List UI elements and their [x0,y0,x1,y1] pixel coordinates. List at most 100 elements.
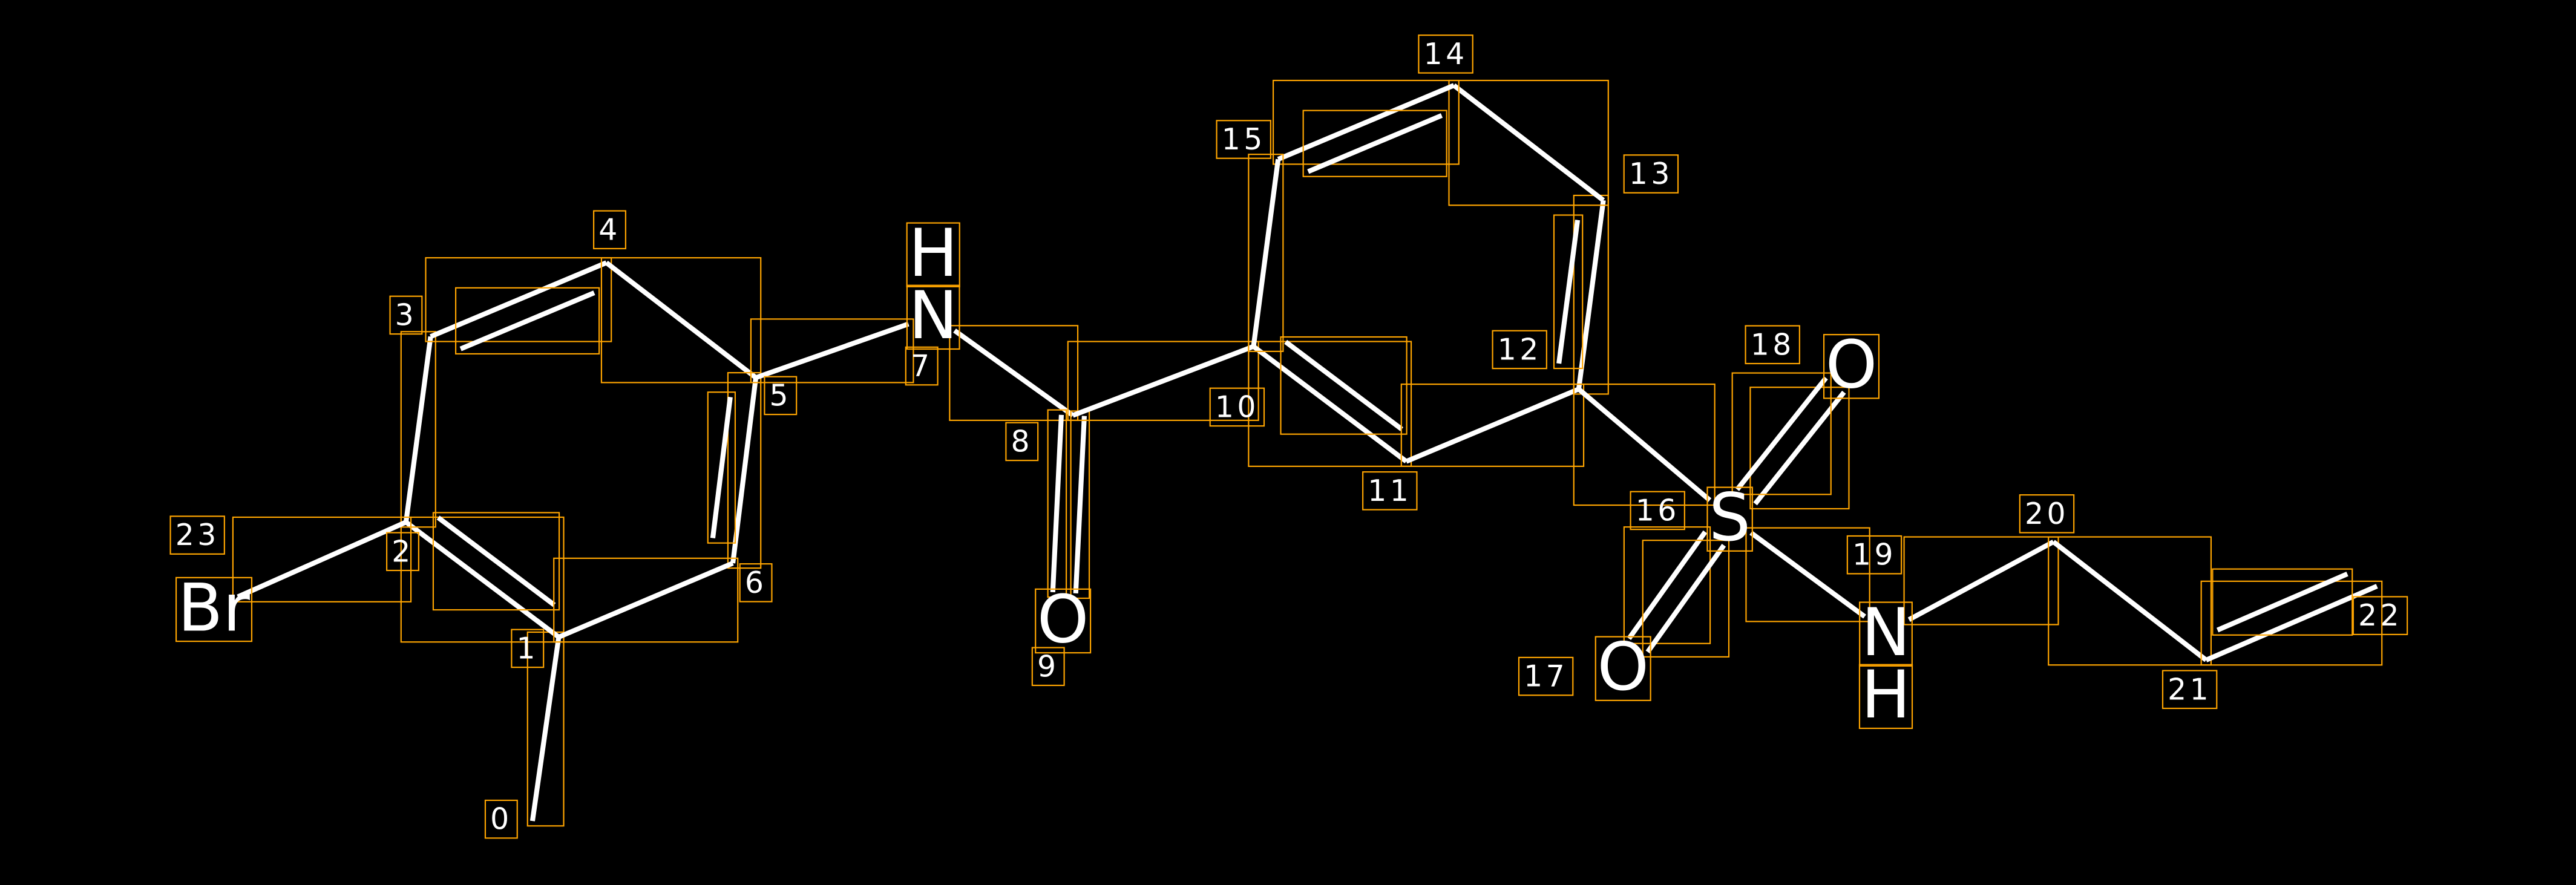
atom-index-box [386,532,419,572]
atom-index-box [764,376,798,416]
bond-2-23-box [232,516,412,603]
bond-0-1 [529,636,562,821]
atom-index-label: 15 [1222,122,1266,157]
atom-label-box [1035,588,1092,654]
atom-index-label: 20 [2025,497,2069,531]
atom-h-label: H [1861,656,1911,733]
atom-index-label: 18 [1751,327,1795,362]
bond-16-18-line1-box [1749,387,1850,510]
atom-index-box [1209,387,1265,427]
atom-index-label: 16 [1636,493,1680,527]
atom-n-label: N [1861,594,1910,671]
atom-index-box [1031,647,1065,687]
atom-index-label: 21 [2168,672,2212,707]
atom-label-box [175,576,253,642]
bond-12-13-box [1573,194,1609,395]
atom-index-box [1216,120,1271,159]
bond-19-20 [1907,540,2055,622]
bond-14-15 [1277,83,1455,162]
bond-16-18-line2-box [1731,372,1832,495]
bond-14-15-box [1272,79,1460,165]
atom-label-box [1706,486,1753,552]
atom-br-label: Br [178,569,250,646]
atom-index-label: 8 [1011,424,1034,459]
bond-1-2-inner-box [432,512,560,611]
bond-3-4-inner-box [454,287,600,355]
bond-12-16 [1577,387,1712,503]
bond-20-21 [2051,540,2208,662]
atom-index-box [484,799,518,839]
atom-label-box [1594,636,1651,701]
bond-8-9-line2 [1073,416,1087,594]
bond-5-6-inner-box [707,391,736,544]
bond-5-6-inner [710,396,733,539]
atom-o-label: O [1037,581,1089,658]
bond-21-22-box [2200,580,2383,666]
atom-index-label: 5 [770,378,792,413]
atom-index-box [905,346,939,386]
atom-index-box [1623,154,1679,194]
bond-3-4 [430,260,608,339]
atom-label-box [906,222,960,287]
bond-10-11-inner [1284,339,1403,431]
atom-o-label: O [1826,327,1877,403]
bond-21-22-inner [2216,572,2348,633]
bond-2-23 [237,520,407,599]
bond-0-1-box [526,631,565,827]
bond-6-1 [557,561,734,639]
bond-5-6-box [727,372,762,569]
bond-7-8-box [949,325,1079,421]
atom-label-box [1823,334,1880,399]
bond-16-19 [1749,531,1866,619]
atom-index-label: 6 [745,566,767,600]
atom-label-box [1858,664,1913,730]
atom-index-label: 12 [1498,332,1542,367]
atom-n-label: N [909,277,958,354]
bond-1-2-inner [436,515,556,607]
bond-11-12 [1405,387,1580,464]
atom-label-box [1859,601,1913,667]
bond-4-5 [605,261,758,380]
atom-index-label: 19 [1852,538,1896,572]
bond-3-4-box [425,257,612,342]
atom-index-box [1418,34,1473,74]
bond-14-15-inner [1307,113,1443,174]
bond-16-19-box [1745,527,1870,622]
atom-index-label: 10 [1215,390,1259,424]
atom-s-label: S [1709,479,1751,556]
atom-index-box [1005,422,1039,462]
bond-19-20-box [1903,536,2059,625]
atom-index-label: 3 [395,298,418,332]
atom-index-label: 2 [392,534,414,569]
bond-16-18-line1 [1753,390,1846,506]
bond-15-10 [1251,158,1281,347]
bond-12-13-inner-box [1553,214,1584,370]
bond-5-7-box [750,318,914,384]
bond-2-3-box [400,331,436,528]
bond-5-6 [730,377,759,564]
atom-index-box [389,295,423,335]
atom-index-box [1362,471,1418,511]
bond-16-17-line1 [1627,530,1708,640]
atom-index-label: 22 [2358,598,2402,633]
bond-13-14-box [1448,79,1609,206]
bond-14-15-inner-box [1302,109,1447,177]
bond-16-18-line2 [1735,376,1828,491]
bond-8-9-line1 [1050,414,1064,593]
atom-index-label: 14 [1424,37,1468,71]
atom-index-label: 1 [517,631,539,665]
bond-7-8 [953,328,1075,418]
atom-index-box [2161,670,2218,710]
bond-10-11 [1252,344,1408,463]
bond-8-9-line1-box [1047,409,1067,598]
bond-16-17-line2-box [1642,540,1730,658]
bond-13-14 [1452,83,1605,203]
bond-20-21-box [2048,536,2212,666]
bond-3-4-inner [459,290,595,351]
atom-index-label: 0 [490,802,513,837]
atom-index-label: 23 [175,518,220,552]
bond-1-2-box [400,516,565,643]
atom-h-label: H [908,215,958,292]
